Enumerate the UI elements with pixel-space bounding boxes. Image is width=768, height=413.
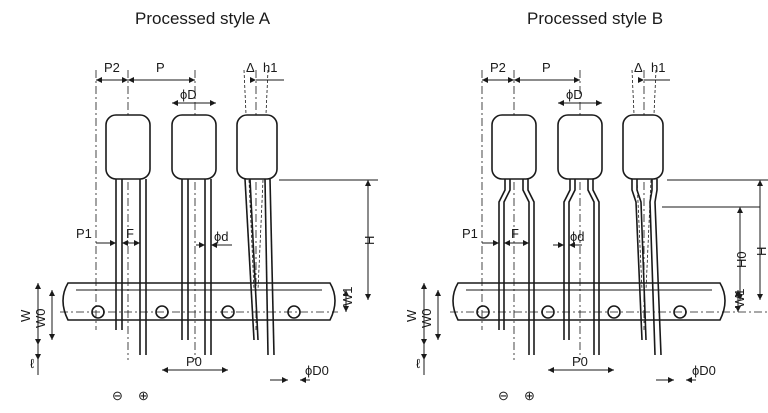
sprocket-hole-b3 — [607, 305, 621, 319]
label-p-a: P — [156, 60, 165, 75]
label-d-body-b: ϕD — [566, 87, 583, 102]
label-w1-b: W1 — [732, 289, 747, 309]
label-w1-a: W1 — [340, 287, 355, 307]
sprocket-hole-a3 — [221, 305, 235, 319]
label-l-a: ℓ — [30, 356, 35, 371]
label-p-b: P — [542, 60, 551, 75]
drawing-style-b: P2 P Δ h1 ϕD P1 F — [404, 60, 768, 403]
label-p0-a: P0 — [186, 354, 202, 369]
label-p1-a: P1 — [76, 226, 92, 241]
sprocket-hole-b1 — [476, 305, 490, 319]
polarity-plus-b: ⊕ — [524, 388, 535, 403]
label-w-b: W — [404, 309, 419, 322]
label-f-b: F — [511, 226, 519, 241]
capacitor-body-a1 — [105, 114, 151, 180]
capacitor-body-a3 — [236, 114, 278, 180]
label-d0-a: ϕD0 — [305, 363, 329, 378]
label-h1-b: h1 — [651, 60, 665, 75]
drawing-style-a: P2 P Δ h1 ϕD P1 — [18, 60, 378, 403]
label-d-body-a: ϕD — [180, 87, 197, 102]
label-h-a: H — [362, 236, 377, 245]
label-delta-b: Δ — [634, 60, 643, 75]
label-l-b: ℓ — [416, 356, 421, 371]
capacitor-body-a2 — [171, 114, 217, 180]
polarity-minus-a: ⊖ — [112, 388, 123, 403]
sprocket-hole-a4 — [287, 305, 301, 319]
sprocket-hole-b4 — [673, 305, 687, 319]
label-p0-b: P0 — [572, 354, 588, 369]
label-p2-a: P2 — [104, 60, 120, 75]
capacitor-body-b1 — [491, 114, 537, 180]
label-f-a: F — [126, 226, 134, 241]
label-p2-b: P2 — [490, 60, 506, 75]
label-h0-b: H0 — [734, 251, 749, 268]
label-d-lead-b: ϕd — [570, 229, 585, 244]
sprocket-hole-a1 — [91, 305, 105, 319]
polarity-minus-b: ⊖ — [498, 388, 509, 403]
sprocket-hole-a2 — [155, 305, 169, 319]
title-style-a: Processed style A — [135, 9, 271, 28]
carrier-tape-a — [62, 282, 336, 321]
label-w-a: W — [18, 309, 33, 322]
label-d-lead-a: ϕd — [214, 229, 229, 244]
label-h1-a: h1 — [263, 60, 277, 75]
label-w0-b: W0 — [419, 309, 434, 329]
label-h-b: H — [754, 247, 768, 256]
sprocket-hole-b2 — [541, 305, 555, 319]
polarity-plus-a: ⊕ — [138, 388, 149, 403]
label-p1-b: P1 — [462, 226, 478, 241]
capacitor-body-b2 — [557, 114, 603, 180]
label-delta-a: Δ — [246, 60, 255, 75]
title-style-b: Processed style B — [527, 9, 663, 28]
label-d0-b: ϕD0 — [692, 363, 716, 378]
carrier-tape-b — [452, 282, 726, 321]
capacitor-body-b3 — [622, 114, 664, 180]
label-w0-a: W0 — [33, 309, 48, 329]
